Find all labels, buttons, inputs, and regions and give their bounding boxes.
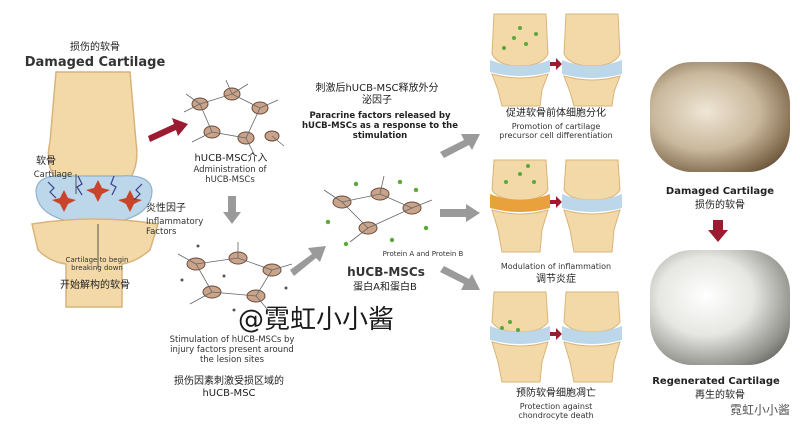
arrow-right-icon <box>440 204 480 222</box>
arrow-up-right-icon <box>440 134 480 158</box>
regen-photo-label-zh: 再生的软骨 <box>695 390 745 401</box>
left-title-zh: 损伤的软骨 <box>70 42 120 53</box>
cartilage-label-en: Cartilage <box>33 170 73 180</box>
inflam-label-zh: 炎性因子 <box>146 203 186 214</box>
damaged-photo-label-zh: 损伤的软骨 <box>695 200 745 211</box>
prot-label-zh: 预防软骨细胞凋亡 <box>516 388 596 399</box>
msc-label-zh: 蛋白A和蛋白B <box>353 282 417 293</box>
breakdown-label-zh: 开始解构的软骨 <box>60 280 130 291</box>
arrow-down-right-icon <box>440 266 480 290</box>
watermark-corner: 霓虹小小酱 <box>729 403 790 417</box>
msc-cells-top-illustration <box>183 79 285 155</box>
diagonal-arrow-icon <box>290 246 326 276</box>
promo-label-zh: 促进软骨前体细胞分化 <box>506 108 606 119</box>
knee-modulation-illustration <box>490 159 622 253</box>
regenerated-cartilage-photo <box>650 250 790 365</box>
damaged-knee-illustration <box>31 71 159 308</box>
watermark-handle: @霓虹小小酱 <box>238 305 395 335</box>
inflam-label-en: Inflammatory Factors <box>146 217 204 237</box>
promo-label-en: Promotion of cartilage precursor cell di… <box>499 122 613 141</box>
admin-label-zh: hUCB-MSC介入 <box>194 153 268 164</box>
modu-label-zh: 调节炎症 <box>536 274 576 285</box>
modu-label-en: Modulation of inflammation <box>500 262 612 271</box>
paracrine-label-en: Paracrine factors released by hUCB-MSCs … <box>301 111 458 141</box>
prot-label-en: Protection against chondrocyte death <box>518 402 594 421</box>
breakdown-label-en: Cartilage to begin breaking down <box>65 256 129 273</box>
regen-photo-label-en: Regenerated Cartilage <box>652 376 780 387</box>
cartilage-label-zh: 软骨 <box>36 156 56 167</box>
msc-label: hUCB-MSCs <box>347 265 425 279</box>
photo-down-arrow-icon <box>708 220 728 242</box>
paracrine-label-zh: 刺激后hUCB-MSC释放外分泌因子 <box>315 83 439 106</box>
red-arrow-icon <box>148 118 188 142</box>
stim-label-zh: 损伤因素刺激受损区域的hUCB-MSC <box>174 376 284 399</box>
knee-promotion-illustration <box>490 13 622 107</box>
down-arrow-icon <box>223 196 241 224</box>
knee-protection-illustration <box>490 291 622 383</box>
protein-label-en: Protein A and Protein B <box>382 250 464 258</box>
left-title-en: Damaged Cartilage <box>24 55 166 70</box>
damaged-cartilage-photo <box>650 62 790 172</box>
admin-label-en: Administration of hUCB-MSCs <box>193 165 267 185</box>
msc-cells-stimulated-illustration <box>177 242 293 312</box>
damaged-photo-label-en: Damaged Cartilage <box>665 186 775 197</box>
msc-secreting-cells-illustration <box>323 175 433 247</box>
stim-label-en: Stimulation of hUCB-MSCs by injury facto… <box>169 335 295 365</box>
